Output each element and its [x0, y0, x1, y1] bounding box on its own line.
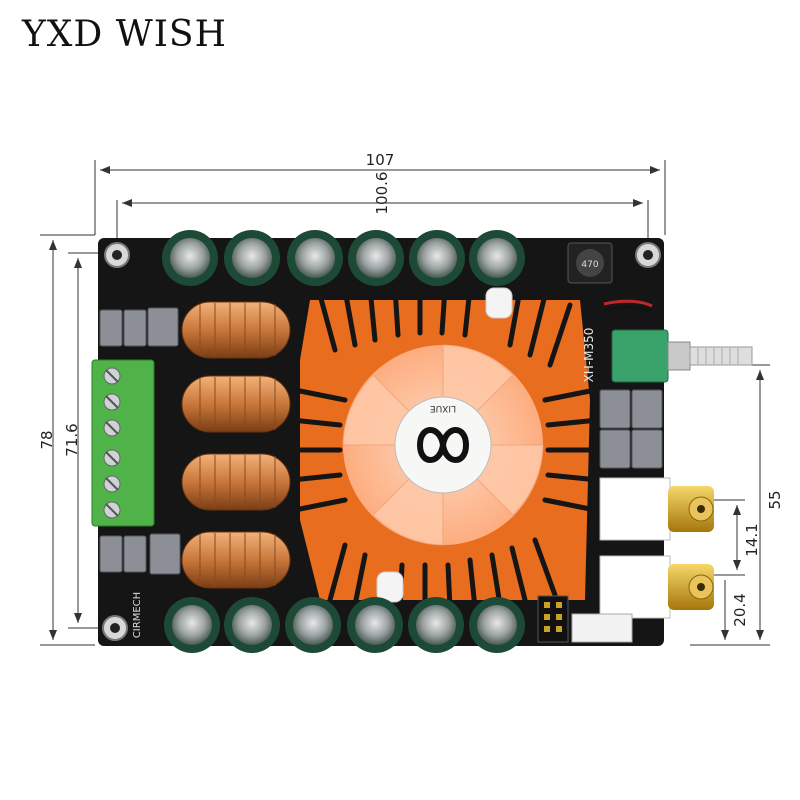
- capacitor: [469, 230, 525, 286]
- capacitor: [409, 230, 465, 286]
- top-capacitors: [162, 230, 525, 286]
- inductor-label: 470: [581, 260, 598, 270]
- capacitor: [348, 230, 404, 286]
- pin-header: [537, 595, 633, 643]
- coil: [181, 453, 291, 511]
- capacitor: [347, 597, 403, 653]
- dimension-arrows: [49, 166, 764, 640]
- dim-hole-spacing-y: 71.6: [63, 423, 81, 456]
- coil: [181, 301, 291, 359]
- led-wire: [603, 299, 653, 308]
- film-capacitors: [99, 307, 663, 575]
- volume-potentiometer: [611, 329, 753, 383]
- rca-jacks: [599, 477, 714, 619]
- capacitor: [287, 230, 343, 286]
- brand-title: YXD WISH: [22, 14, 227, 55]
- toroid-coils: [181, 301, 291, 589]
- capacitor: [224, 597, 280, 653]
- standoff-top: [485, 287, 513, 319]
- model-label: XH-M350: [582, 328, 596, 383]
- coil: [181, 531, 291, 589]
- screw-terminal: [91, 359, 155, 527]
- infinity-logo-icon: [416, 427, 470, 463]
- dim-overall-width: 107: [366, 151, 395, 169]
- power-inductor: 470: [567, 242, 613, 284]
- capacitor: [162, 230, 218, 286]
- mounting-holes: [102, 242, 661, 641]
- capacitor: [164, 597, 220, 653]
- capacitor: [285, 597, 341, 653]
- dim-overall-height: 78: [38, 430, 56, 449]
- dim-rca-spacing: 14.1: [743, 523, 761, 556]
- dim-hole-spacing-x: 100.6: [373, 172, 391, 215]
- capacitor: [469, 597, 525, 653]
- fan-logo-text: LIXUE: [430, 403, 456, 413]
- dim-pot-offset: 55: [766, 490, 784, 509]
- capacitor: [408, 597, 464, 653]
- standoff-bottom: [376, 571, 404, 603]
- bottom-capacitors: [164, 597, 525, 653]
- dim-rca-offset: 20.4: [731, 593, 749, 626]
- coil: [181, 375, 291, 433]
- fan-icon: LIXUE: [342, 344, 544, 546]
- capacitor: [224, 230, 280, 286]
- maker-label: CIRMECH: [132, 592, 143, 638]
